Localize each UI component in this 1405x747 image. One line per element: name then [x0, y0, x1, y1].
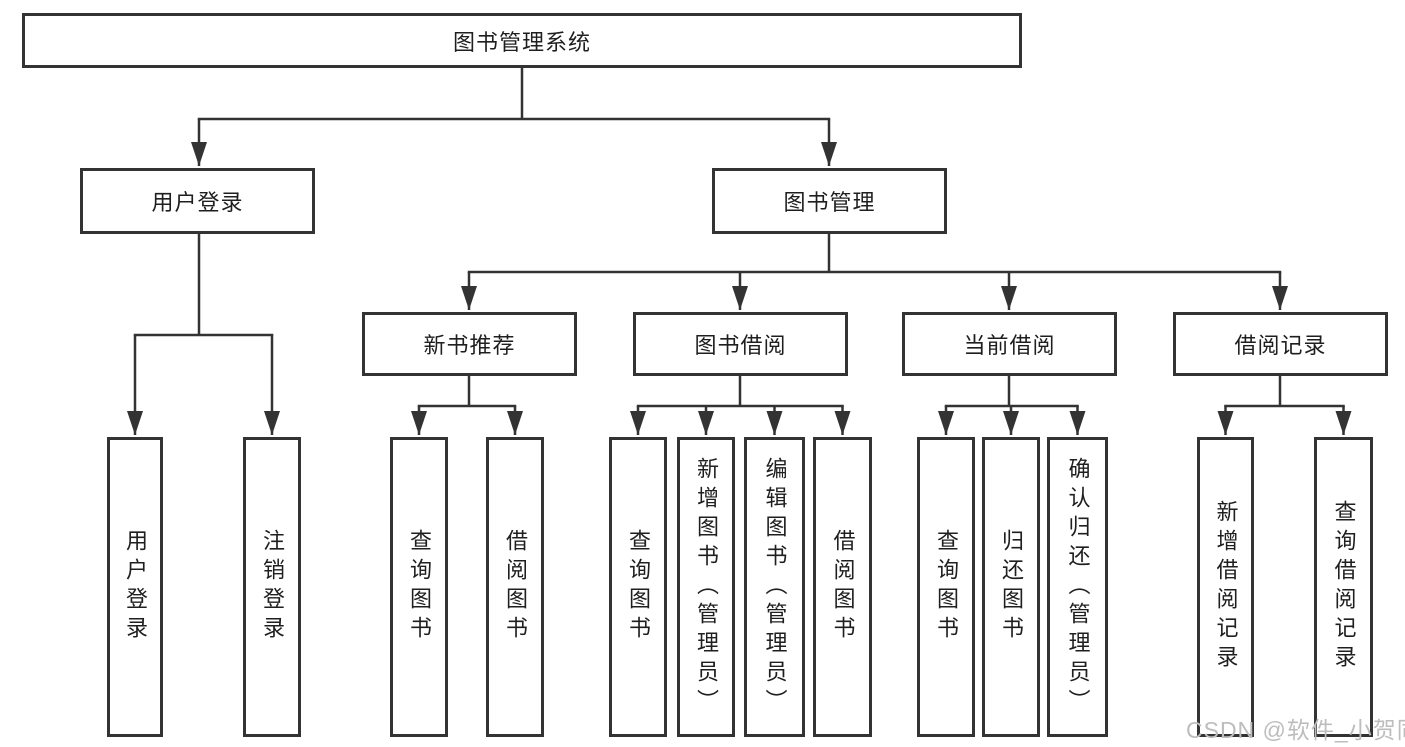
leaf-current-query-books: 查询图书	[917, 437, 975, 737]
leaf-borrowing-edit-books-admin: 编辑图书（管理员）	[744, 437, 805, 737]
leaf-current-confirm-return-admin: 确认归还（管理员）	[1047, 437, 1108, 737]
leaf-records-add-record: 新增借阅记录	[1197, 437, 1254, 737]
leaf-records-query-record: 查询借阅记录	[1314, 437, 1373, 737]
leaf-borrowing-borrow-books: 借阅图书	[813, 437, 872, 737]
csdn-watermark: CSDN @软件_小贺同学	[1186, 717, 1405, 743]
node-new-book-recommendation: 新书推荐	[362, 312, 577, 376]
node-current-borrowing: 当前借阅	[902, 312, 1117, 376]
leaf-logout: 注销登录	[243, 437, 301, 737]
leaf-borrowing-add-books-admin: 新增图书（管理员）	[677, 437, 735, 737]
leaf-current-return-books: 归还图书	[982, 437, 1040, 737]
node-library-management-system: 图书管理系统	[22, 13, 1022, 68]
leaf-borrowing-query-books: 查询图书	[609, 437, 667, 737]
node-book-borrowing: 图书借阅	[633, 312, 848, 376]
node-book-management: 图书管理	[712, 168, 947, 234]
node-user-login: 用户登录	[80, 168, 315, 234]
leaf-recommend-borrow-books: 借阅图书	[486, 437, 544, 737]
leaf-user-login: 用户登录	[107, 437, 163, 737]
node-borrowing-records: 借阅记录	[1173, 312, 1388, 376]
leaf-recommend-query-books: 查询图书	[390, 437, 448, 737]
